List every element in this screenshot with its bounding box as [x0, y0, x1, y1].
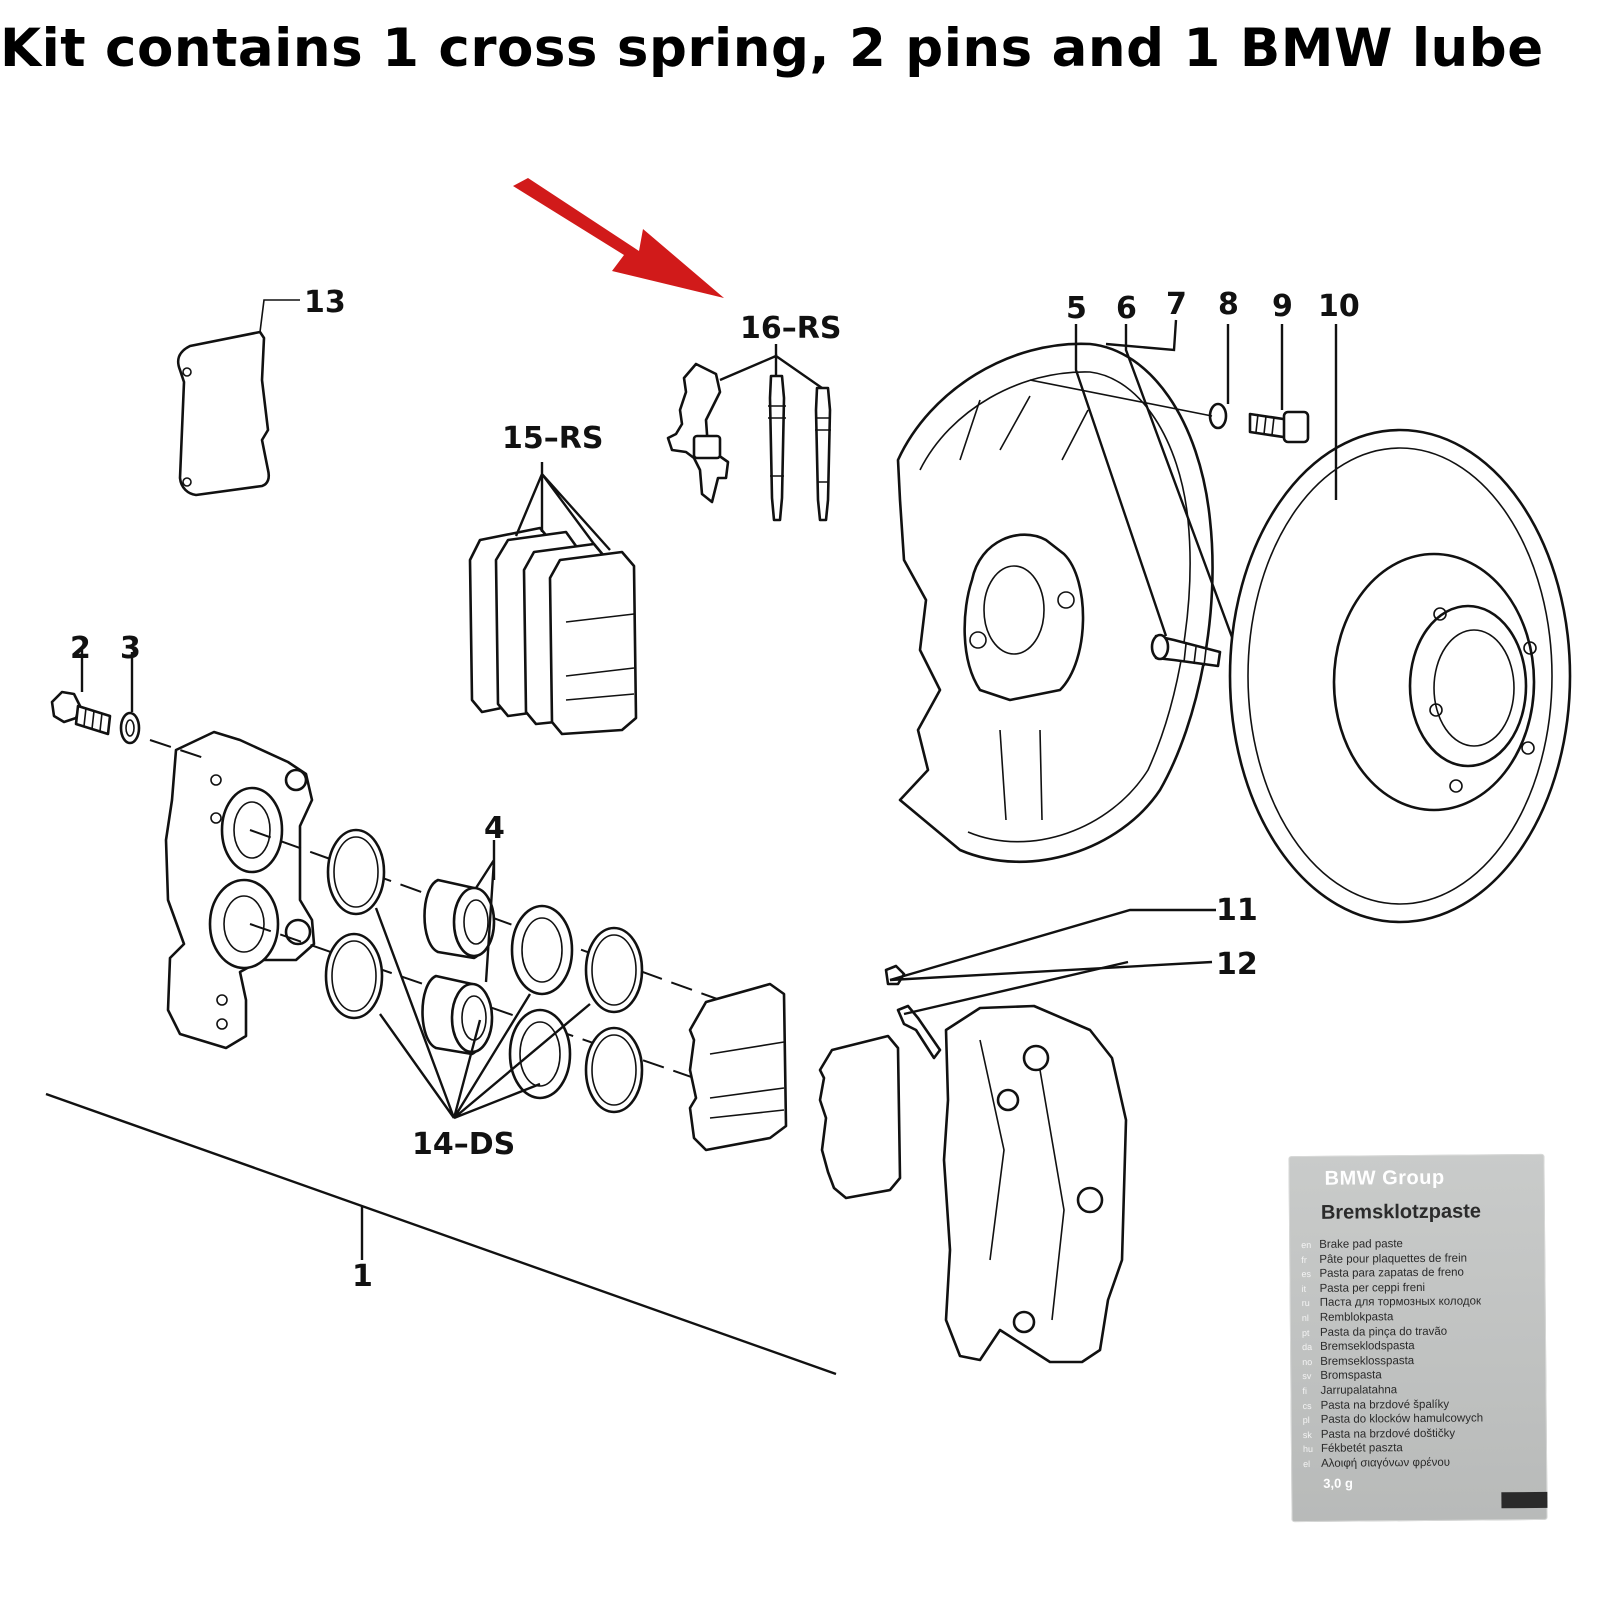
callout-9: 9: [1272, 289, 1293, 324]
sachet-brand: BMW Group: [1324, 1166, 1445, 1190]
pad-shim-13: [176, 299, 300, 497]
washer-3: [119, 652, 141, 745]
callout-2: 2: [70, 631, 91, 666]
callout-3: 3: [120, 631, 141, 666]
mounting-axis-1: [45, 1092, 837, 1376]
callout-6: 6: [1116, 291, 1137, 326]
brake-pads-15: [468, 462, 638, 736]
callout-4: 4: [484, 811, 505, 846]
callout-7: 7: [1166, 287, 1187, 322]
pistons-4: [421, 840, 496, 1056]
pad-shim-right: [818, 1034, 902, 1200]
guide-pins-16: [719, 344, 832, 522]
callout-1: 1: [352, 1259, 373, 1294]
brake-disc-10: [1228, 324, 1572, 924]
callout-11: 11: [1216, 893, 1258, 928]
sachet-weight: 3,0 g: [1323, 1475, 1353, 1491]
cross-spring-16: [666, 362, 730, 504]
callout-13: 13: [304, 285, 346, 320]
headline-title: Kit contains 1 cross spring, 2 pins and …: [0, 18, 1544, 79]
bleeder-screw-12: [884, 908, 1216, 1060]
callout-14-ds: 14–DS: [412, 1127, 515, 1162]
sachet-barcode-strip: [1501, 1491, 1548, 1509]
red-arrow-icon: [513, 178, 724, 298]
callout-15-rs: 15–RS: [502, 421, 603, 456]
caliper-bolt-2: [50, 650, 112, 736]
callout-10: 10: [1318, 289, 1360, 324]
disc-screw-8-9: [1029, 324, 1310, 444]
callout-12: 12: [1216, 947, 1258, 982]
callout-5: 5: [1066, 291, 1087, 326]
caliper-housing-left: [164, 730, 316, 1050]
sachet-title: Bremsklotzpaste: [1320, 1200, 1482, 1224]
seal-rings-14: [324, 828, 644, 1114]
callout-16-rs: 16–RS: [740, 311, 841, 346]
callout-8: 8: [1218, 287, 1239, 322]
caliper-housing-right: [942, 1004, 1128, 1364]
dust-shield-7: [896, 319, 1214, 864]
brake-pad-center: [688, 982, 788, 1152]
